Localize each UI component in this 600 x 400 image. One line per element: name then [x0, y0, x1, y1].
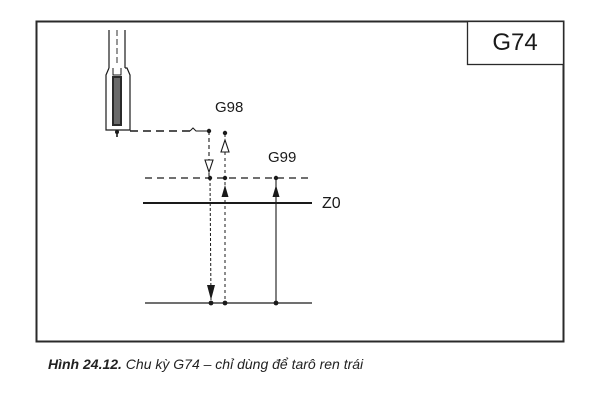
- g99-retract-path: [272, 175, 280, 303]
- diagram-frame: [35, 20, 565, 343]
- g99-label: G99: [268, 149, 297, 166]
- g98-retract-path: [220, 130, 230, 303]
- tapping-tool-icon: [105, 30, 131, 137]
- g98-label: G98: [215, 99, 244, 116]
- rapid-approach-path: [204, 131, 214, 176]
- figure-caption: Hình 24.12. Chu kỳ G74 – chỉ dùng để tar…: [48, 356, 363, 372]
- z0-label: Z0: [322, 195, 341, 212]
- cycle-code-label: G74: [492, 29, 538, 56]
- caption-text: Chu kỳ G74 – chỉ dùng để tarô ren trái: [121, 356, 364, 372]
- initial-plane-traverse: [130, 127, 212, 134]
- bottom-depth-line: [145, 300, 312, 306]
- feed-down-path: [207, 175, 215, 301]
- cycle-code-box: [466, 20, 565, 66]
- figure-number: Hình 24.12.: [48, 356, 122, 372]
